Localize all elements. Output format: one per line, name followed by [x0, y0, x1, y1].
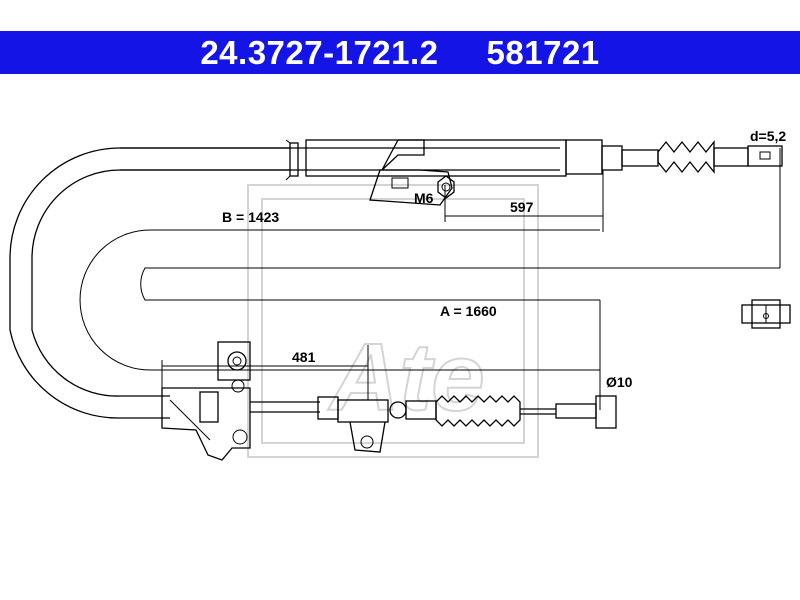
- cable-loop: [9, 147, 290, 419]
- b-label: B = 1423: [222, 209, 279, 225]
- d-label: d=5,2: [750, 128, 786, 144]
- a-label: A = 1660: [440, 303, 497, 319]
- dim-a: A = 1660: [440, 300, 601, 410]
- m6-label: M6: [414, 190, 434, 206]
- part-number: 24.3727-1721.2: [200, 33, 439, 71]
- lower-cable-end: Ø10: [161, 341, 633, 461]
- dim-b: B = 1423: [79, 148, 781, 371]
- connector-symbol: [741, 299, 791, 329]
- dim-481: 481: [161, 345, 369, 400]
- dia-label: Ø10: [606, 374, 633, 390]
- upper-cable-end: M6 d=5,2: [120, 128, 786, 206]
- d597-label: 597: [510, 199, 534, 215]
- d481-label: 481: [292, 349, 316, 365]
- dim-597: 597: [444, 170, 604, 232]
- header-banner: 24.3727-1721.2 581721: [0, 31, 800, 74]
- ref-number: 581721: [486, 33, 600, 71]
